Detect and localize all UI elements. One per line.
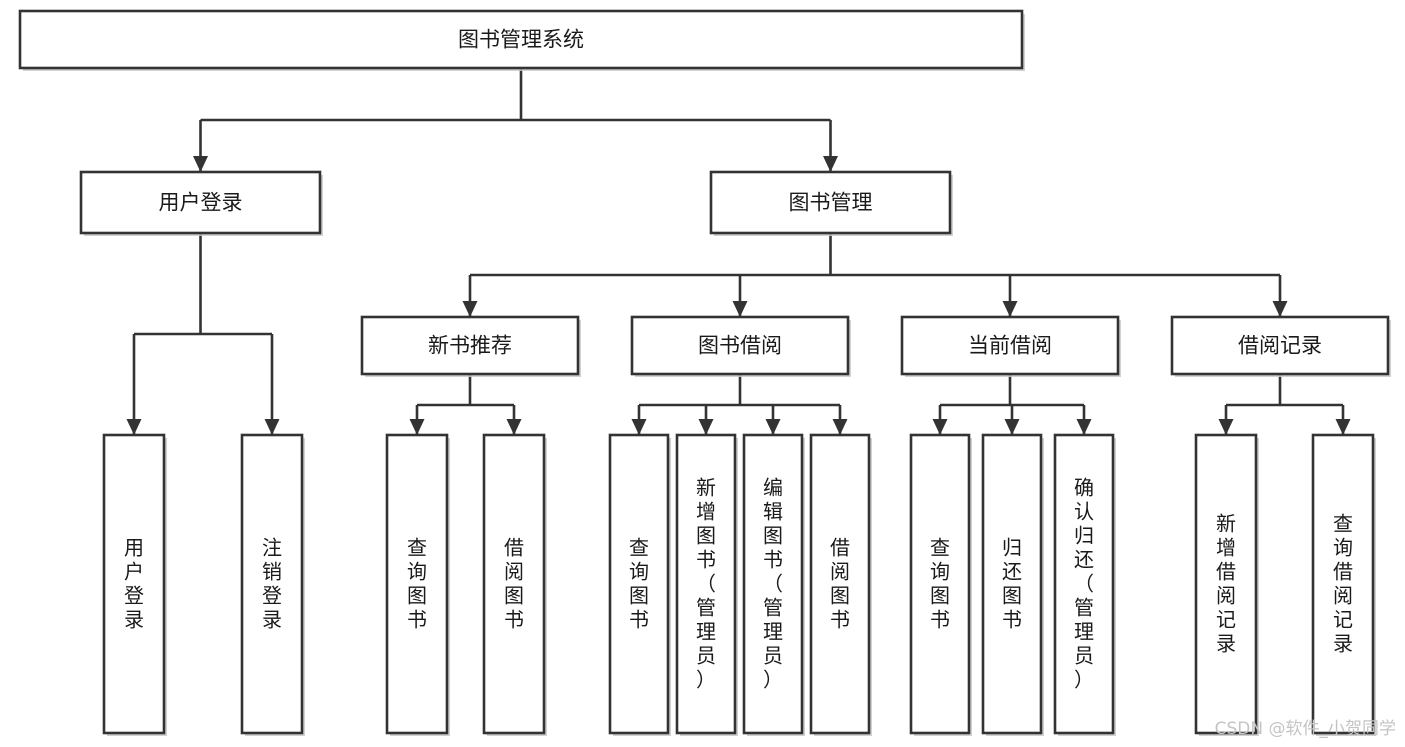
- node-box[interactable]: [385, 433, 449, 735]
- node-leaf-query-book-current[interactable]: 查询图书: [909, 433, 972, 736]
- arrow-head-icon: [732, 301, 748, 317]
- node-label: 新增借阅记录: [1216, 512, 1236, 656]
- node-box[interactable]: [1311, 433, 1375, 735]
- node-box[interactable]: [1170, 315, 1390, 376]
- node-label: 借阅记录: [1238, 334, 1322, 358]
- node-new-book-recommend[interactable]: 新书推荐: [360, 315, 581, 377]
- arrow-head-icon: [932, 419, 948, 435]
- node-label: 图书借阅: [698, 334, 782, 358]
- arrow-head-icon: [1004, 419, 1020, 435]
- node-box[interactable]: [79, 170, 322, 235]
- node-label: 当前借阅: [968, 334, 1052, 358]
- node-box[interactable]: [18, 9, 1024, 70]
- arrow-head-icon: [409, 419, 425, 435]
- arrow-head-icon: [823, 156, 838, 172]
- node-leaf-add-borrow-record[interactable]: 新增借阅记录: [1194, 433, 1259, 736]
- arrow-head-icon: [698, 419, 714, 435]
- connectors-from-book-borrow: [631, 374, 848, 435]
- arrow-head-icon: [832, 419, 848, 435]
- node-label: 查询借阅记录: [1333, 512, 1353, 656]
- node-box[interactable]: [742, 433, 804, 735]
- node-user-login[interactable]: 用户登录: [79, 170, 323, 236]
- node-box[interactable]: [1194, 433, 1258, 735]
- arrow-head-icon: [1002, 301, 1018, 317]
- node-layer: 图书管理系统用户登录图书管理新书推荐图书借阅当前借阅借阅记录用户登录注销登录查询…: [18, 9, 1391, 736]
- node-label: 查询图书: [407, 536, 427, 632]
- node-box[interactable]: [240, 433, 304, 735]
- node-label: 查询图书: [930, 536, 950, 632]
- node-leaf-borrow-book-recommend[interactable]: 借阅图书: [482, 433, 547, 736]
- node-box[interactable]: [630, 315, 850, 376]
- node-box[interactable]: [675, 433, 737, 735]
- connectors-from-current-borrow: [932, 374, 1092, 435]
- node-leaf-query-book-recommend[interactable]: 查询图书: [385, 433, 450, 736]
- arrow-head-icon: [1335, 419, 1351, 435]
- csdn-watermark: CSDN @软件_小贺同学: [1215, 719, 1396, 739]
- node-label: 注销登录: [262, 536, 282, 632]
- node-leaf-add-book-admin[interactable]: 新增图书（管理员）: [675, 433, 738, 736]
- connectors-from-book-management: [462, 233, 1288, 317]
- connectors-from-borrow-record: [1218, 374, 1351, 435]
- node-label: 编辑图书（管理员）: [763, 476, 783, 692]
- arrow-head-icon: [506, 419, 522, 435]
- node-label: 图书管理: [789, 191, 873, 215]
- connectors-from-user-login: [126, 233, 280, 435]
- node-leaf-logout-login[interactable]: 注销登录: [240, 433, 305, 736]
- node-box[interactable]: [102, 433, 166, 735]
- node-label: 借阅图书: [830, 536, 850, 632]
- node-leaf-return-book[interactable]: 归还图书: [981, 433, 1044, 736]
- node-box[interactable]: [981, 433, 1043, 735]
- connector-layer: [126, 68, 1351, 435]
- node-root[interactable]: 图书管理系统: [18, 9, 1025, 71]
- arrow-head-icon: [1218, 419, 1234, 435]
- node-label: 归还图书: [1002, 536, 1022, 632]
- node-borrow-record[interactable]: 借阅记录: [1170, 315, 1391, 377]
- arrow-head-icon: [462, 301, 478, 317]
- node-book-management[interactable]: 图书管理: [709, 170, 953, 236]
- node-label: 查询图书: [629, 536, 649, 632]
- node-leaf-borrow-book[interactable]: 借阅图书: [809, 433, 872, 736]
- node-label: 用户登录: [159, 191, 243, 215]
- arrow-head-icon: [631, 419, 647, 435]
- node-label: 新增图书（管理员）: [696, 476, 716, 692]
- node-label: 新书推荐: [428, 334, 512, 358]
- node-current-borrow[interactable]: 当前借阅: [900, 315, 1121, 377]
- node-leaf-confirm-return-admin[interactable]: 确认归还（管理员）: [1053, 433, 1116, 736]
- arrow-head-icon: [193, 156, 208, 172]
- node-box[interactable]: [482, 433, 546, 735]
- node-leaf-query-book-borrow[interactable]: 查询图书: [608, 433, 671, 736]
- node-box[interactable]: [360, 315, 580, 376]
- node-leaf-user-login[interactable]: 用户登录: [102, 433, 167, 736]
- node-box[interactable]: [809, 433, 871, 735]
- arrow-head-icon: [264, 419, 280, 435]
- arrow-head-icon: [1076, 419, 1092, 435]
- node-box[interactable]: [1053, 433, 1115, 735]
- arrow-head-icon: [765, 419, 781, 435]
- node-box[interactable]: [909, 433, 971, 735]
- node-box[interactable]: [608, 433, 670, 735]
- node-leaf-query-borrow-record[interactable]: 查询借阅记录: [1311, 433, 1376, 736]
- node-box[interactable]: [709, 170, 952, 235]
- arrow-head-icon: [1272, 301, 1288, 317]
- connectors-from-new-book-recommend: [409, 374, 522, 435]
- node-box[interactable]: [900, 315, 1120, 376]
- node-label: 图书管理系统: [458, 28, 584, 52]
- node-book-borrow[interactable]: 图书借阅: [630, 315, 851, 377]
- node-label: 借阅图书: [504, 536, 524, 632]
- node-leaf-edit-book-admin[interactable]: 编辑图书（管理员）: [742, 433, 805, 736]
- connectors-from-root: [193, 68, 838, 172]
- node-label: 确认归还（管理员）: [1074, 476, 1094, 692]
- arrow-head-icon: [126, 419, 142, 435]
- node-label: 用户登录: [124, 536, 144, 632]
